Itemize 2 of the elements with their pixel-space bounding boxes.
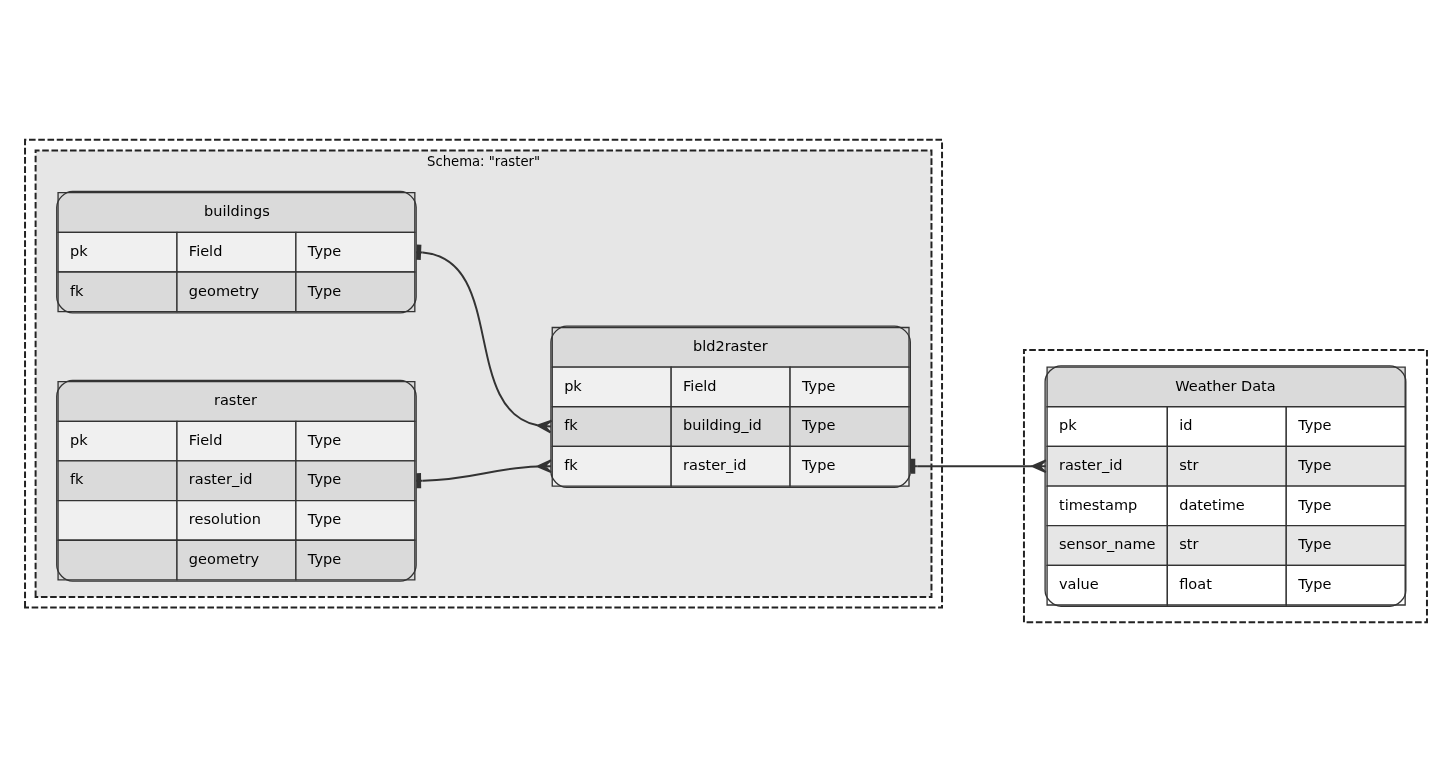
connector: [415, 459, 553, 489]
cluster: [1022, 348, 1428, 624]
